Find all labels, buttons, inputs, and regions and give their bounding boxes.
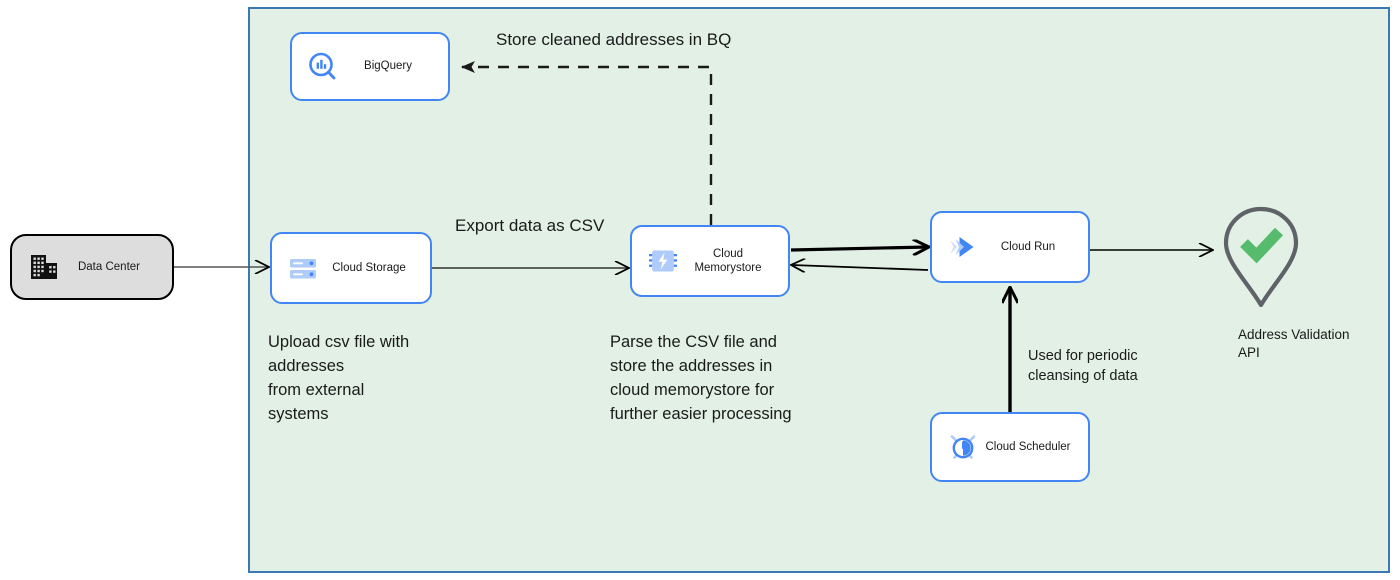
edge-label-export-csv: Export data as CSV [455, 216, 605, 235]
node-address-validation-api[interactable] [1218, 205, 1304, 311]
cloud-run-icon [946, 230, 980, 264]
node-cloud-memorystore[interactable]: Cloud Memorystore [630, 225, 790, 297]
node-cloud-scheduler[interactable]: Cloud Scheduler [930, 412, 1090, 482]
node-cloud-run[interactable]: Cloud Run [930, 211, 1090, 283]
caption-upload-csv: Upload csv file with addresses from exte… [268, 333, 410, 423]
google-cloud-zone-container [248, 7, 1390, 573]
node-cloud-storage-label: Cloud Storage [332, 261, 406, 274]
node-data-center-label: Data Center [77, 261, 140, 273]
node-cloud-memorystore-label: Cloud Memorystore [694, 247, 762, 274]
edge-label-store-in-bq: Store cleaned addresses in BQ [496, 30, 732, 49]
cloud-memorystore-icon [646, 244, 680, 278]
cloud-storage-icon [286, 251, 320, 285]
data-center-building-icon [28, 251, 60, 283]
caption-parse-csv: Parse the CSV file and store the address… [610, 333, 792, 423]
node-cloud-scheduler-label: Cloud Scheduler [985, 440, 1071, 453]
node-cloud-storage[interactable]: Cloud Storage [270, 232, 432, 304]
cloud-scheduler-clock-icon [946, 430, 980, 464]
edge-label-periodic-cleansing: Used for periodic cleansing of data [1028, 348, 1138, 385]
node-bigquery-label: BigQuery [364, 60, 412, 73]
bigquery-icon [306, 50, 340, 84]
node-address-validation-api-label: Address Validation API [1238, 327, 1350, 361]
node-data-center[interactable]: Data Center [10, 234, 174, 300]
node-cloud-run-label: Cloud Run [1000, 240, 1056, 253]
map-pin-check-icon [1223, 206, 1299, 308]
node-bigquery[interactable]: BigQuery [290, 32, 450, 101]
